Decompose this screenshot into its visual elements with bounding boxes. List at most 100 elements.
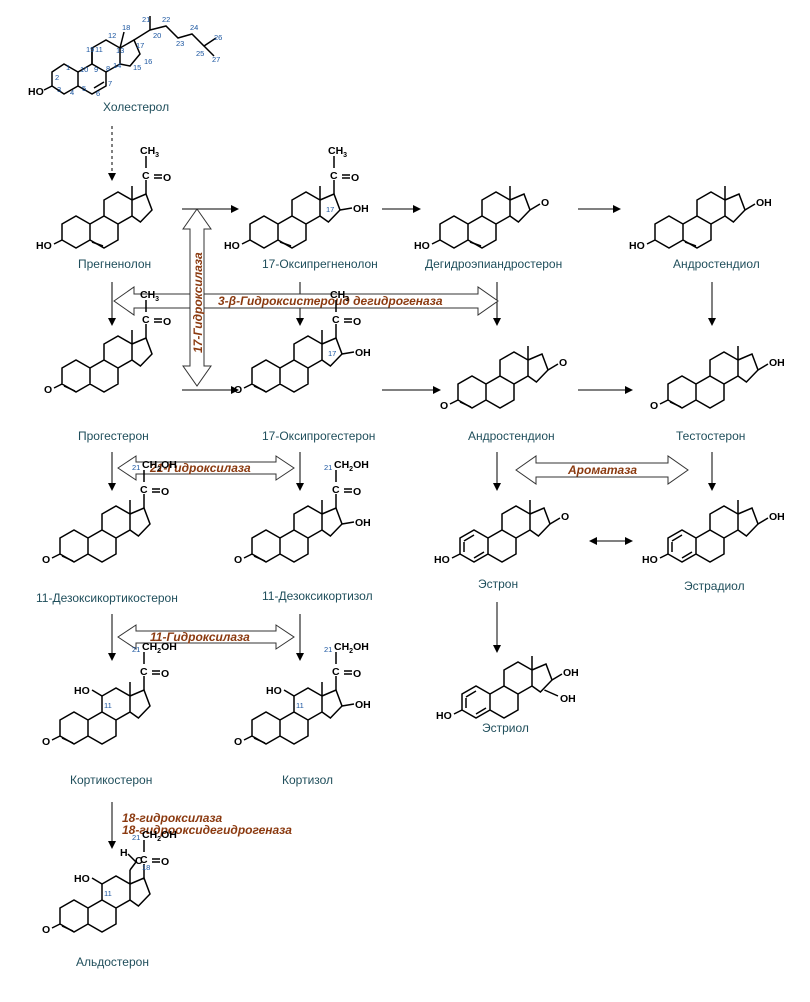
hsd3b-arrow [113, 286, 499, 316]
steroid-bonds [459, 500, 551, 563]
dhea-label: Дегидроэпиандростерон [425, 257, 562, 271]
deoxycorticosterone-label: 11-Дезоксикортикостерон [36, 591, 178, 605]
carbonyl-carbon-label: C [142, 314, 150, 326]
steroid-bonds [251, 330, 343, 393]
methyl-label: CH3 [330, 289, 349, 303]
hydroxyl-label: OH [769, 357, 785, 369]
testosterone-structure: O OH [650, 346, 785, 412]
cholesterol-label: Холестерол [103, 100, 169, 114]
hydroxyl-label: OH [560, 693, 576, 705]
cholesterol-structure: HO 1 2 3 4 5 6 7 8 9 10 11 12 13 14 15 1… [28, 15, 222, 98]
ketone-label: O [42, 736, 50, 748]
hydroxymethyl-label: CH2OH [334, 641, 369, 655]
svg-text:20: 20 [153, 31, 161, 40]
carbonyl-carbon-label: C [330, 170, 338, 182]
hydroxyl-label: OH [353, 203, 369, 215]
svg-text:26: 26 [214, 33, 222, 42]
hydroxyl-label: OH [756, 197, 772, 209]
aromatase-arrow [515, 455, 689, 485]
cortisol-label: Кортизол [282, 773, 333, 787]
androstenedione-structure: OO [440, 346, 567, 412]
androstenedione-label: Андростендион [468, 429, 555, 443]
svg-text:27: 27 [212, 55, 220, 64]
estrone-structure: HOO [434, 500, 569, 566]
carbonyl-oxygen-label: O [353, 668, 361, 680]
methyl-label: CH3 [140, 145, 159, 159]
steroid-bonds [249, 186, 341, 249]
hydroxymethyl-label: CH2OH [142, 459, 177, 473]
steroid-bonds [59, 500, 151, 563]
hydroxymethyl-label: CH2OH [142, 829, 177, 843]
estradiol-structure: HO OH [642, 500, 785, 566]
cyp17-label: 17-Гидроксилаза [191, 252, 205, 353]
hydroxyl-label: HO [266, 685, 282, 697]
hydroxyl-label: HO [642, 554, 658, 566]
ketone-label: O [42, 554, 50, 566]
c18-number: 18 [142, 863, 150, 872]
ho-label: HO [28, 86, 44, 98]
svg-text:4: 4 [70, 88, 74, 97]
ketone-label: O [440, 400, 448, 412]
hydroxyl-label: OH [355, 347, 371, 359]
hydroxymethyl-label: CH2OH [334, 459, 369, 473]
carbon-numbers: 1 2 3 4 5 6 7 8 9 10 11 12 13 14 15 16 1… [55, 15, 222, 98]
c21-number: 21 [132, 833, 140, 842]
ketone-label: O [42, 924, 50, 936]
hydroxyl-label: HO [36, 240, 52, 252]
hydroxyl-label: HO [414, 240, 430, 252]
svg-text:3: 3 [57, 85, 61, 94]
carbonyl-carbon-label: C [140, 666, 148, 678]
c21-number: 21 [324, 645, 332, 654]
steroid-bonds [61, 330, 153, 393]
estriol-label: Эстриол [482, 721, 529, 735]
hydroxyl-label: HO [224, 240, 240, 252]
methyl-label: CH3 [328, 145, 347, 159]
carbonyl-carbon-label: C [140, 484, 148, 496]
svg-text:24: 24 [190, 23, 198, 32]
cyp21-arrow [117, 455, 295, 481]
svg-text:8: 8 [106, 64, 110, 73]
ketone-label: O [234, 736, 242, 748]
carbonyl-oxygen-label: O [353, 316, 361, 328]
c21-number: 21 [132, 645, 140, 654]
hydroxyl-label: HO [629, 240, 645, 252]
dhea-structure: HOO [414, 186, 549, 252]
hydroxyl-label: OH [355, 517, 371, 529]
svg-text:23: 23 [176, 39, 184, 48]
svg-text:1: 1 [66, 63, 70, 72]
ketone-label: O [44, 384, 52, 396]
cyp17-arrow [182, 208, 212, 387]
carbonyl-oxygen-label: O [161, 486, 169, 498]
ketone-label: O [650, 400, 658, 412]
svg-text:21: 21 [142, 15, 150, 24]
carbonyl-oxygen-label: O [161, 668, 169, 680]
c11-number: 11 [296, 701, 304, 710]
svg-text:9: 9 [94, 65, 98, 74]
svg-text:14: 14 [113, 61, 121, 70]
svg-text:25: 25 [196, 49, 204, 58]
steroid-bonds [251, 500, 343, 563]
c21-number: 21 [132, 463, 140, 472]
hydroxyprogesterone-label: 17-Оксипрогестерон [262, 429, 375, 443]
steroid-bonds [654, 186, 746, 249]
svg-text:5: 5 [82, 84, 86, 93]
androstenediol-label: Андростендиол [673, 257, 760, 271]
steroid-bonds [667, 346, 759, 409]
carbonyl-carbon-label: C [332, 484, 340, 496]
steroid-bonds [61, 186, 153, 249]
ketone-label: O [561, 511, 569, 523]
hydroxyl-label: OH [563, 667, 579, 679]
hydroxyl-label: OH [769, 511, 785, 523]
hsd3b-label: 3-β-Гидроксистероид дегидрогеназа [218, 294, 443, 308]
aldehyde-c-label: C [135, 855, 143, 867]
svg-text:12: 12 [108, 31, 116, 40]
